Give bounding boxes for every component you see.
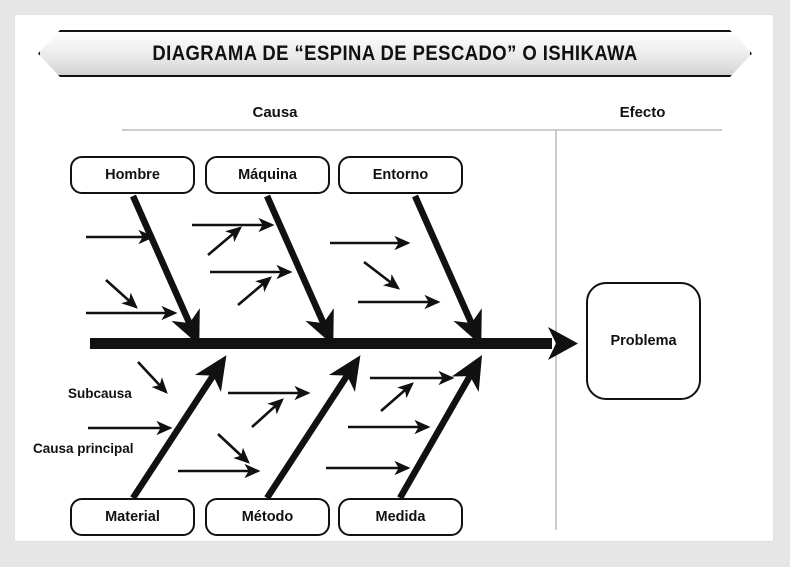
bottom-bones xyxy=(130,354,483,500)
subcauses-metodo xyxy=(178,385,311,479)
bone-entorno xyxy=(412,194,482,346)
top-bones xyxy=(130,194,482,346)
category-box-medida[interactable]: Medida xyxy=(338,498,463,536)
section-label-effect: Efecto xyxy=(619,104,666,121)
annotation-main-cause: Causa principal xyxy=(33,441,134,456)
subcauses-medida xyxy=(326,370,455,476)
subcauses-hombre xyxy=(86,229,178,321)
subcauses-material xyxy=(88,361,173,436)
subcauses-maquina xyxy=(192,217,293,306)
bone-metodo xyxy=(264,355,361,500)
main-spine-arrow xyxy=(90,327,578,360)
bone-medida xyxy=(397,354,483,500)
category-box-material[interactable]: Material xyxy=(70,498,195,536)
category-box-hombre[interactable]: Hombre xyxy=(70,156,195,194)
category-box-metodo[interactable]: Método xyxy=(205,498,330,536)
category-box-entorno[interactable]: Entorno xyxy=(338,156,463,194)
category-box-maquina[interactable]: Máquina xyxy=(205,156,330,194)
section-label-cause: Causa xyxy=(252,104,298,121)
page-title: DIAGRAMA DE “ESPINA DE PESCADO” O ISHIKA… xyxy=(152,41,638,65)
bone-maquina xyxy=(264,194,334,346)
subcauses-entorno xyxy=(330,235,441,310)
bone-material xyxy=(130,355,227,500)
bone-hombre xyxy=(130,194,200,346)
banner-plate xyxy=(38,30,752,77)
effect-box-problema[interactable]: Problema xyxy=(586,282,701,400)
title-banner: DIAGRAMA DE “ESPINA DE PESCADO” O ISHIKA… xyxy=(38,30,752,77)
annotation-subcause: Subcausa xyxy=(68,386,132,401)
